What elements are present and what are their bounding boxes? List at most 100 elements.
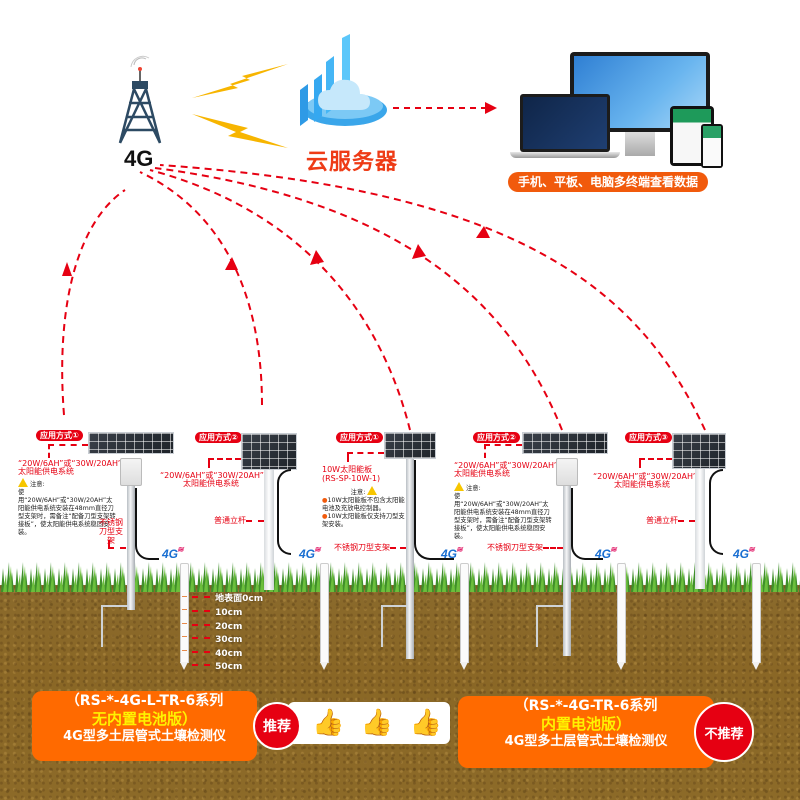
thumbs-up-icon: 👍 [409, 708, 442, 738]
ground-brace [101, 605, 129, 647]
power-system-subtitle: 太阳能供电系统 [183, 479, 239, 488]
product-name: 4G型多土层管式土壤检测仪 [504, 734, 668, 749]
power-system-title: “20W/6AH”或“30W/20AH” [18, 459, 122, 468]
depth-marker: 20cm [192, 614, 242, 633]
product-name: 4G型多土层管式土壤检测仪 [63, 729, 226, 744]
installation-3: 应用方式① 10W太阳能板 (RS-SP-10W-1) 注意: ●10W太阳能板… [0, 0, 454, 659]
monitor-stand [625, 132, 655, 156]
callout-line [678, 520, 695, 522]
arrow-head [310, 250, 324, 265]
mount-label: 普通立杆 [646, 516, 678, 525]
controller-box [556, 458, 578, 486]
bullet-icon: ● [322, 513, 328, 520]
callout-line [484, 444, 522, 446]
callout-line [347, 452, 349, 462]
signal-path-3 [149, 169, 411, 431]
tower-label: 4G [124, 146, 154, 171]
standard-pole [264, 470, 274, 590]
4g-signal-icon: 4G≋ [441, 545, 463, 561]
cloud-server-icon [300, 34, 387, 126]
application-tag: 应用方式① [36, 430, 83, 441]
callout-line [390, 547, 406, 549]
bullet-icon: ● [322, 497, 328, 504]
callout-line [639, 458, 672, 460]
depth-marker: 10cm [192, 600, 242, 619]
note-title: 注意: [466, 485, 481, 492]
solar-panel [672, 433, 726, 469]
callout-line [208, 458, 241, 460]
thumbs-up-icon: 👍 [312, 708, 345, 738]
cell-tower-icon [118, 55, 162, 144]
installation-4: 应用方式② “20W/6AH”或“30W/20AH” 太阳能供电系统 注意: 使… [0, 0, 608, 656]
4g-signal-icon: 4G≋ [595, 545, 617, 561]
signal-path-4 [154, 167, 563, 431]
warning-icon [454, 482, 464, 491]
note-body: 使用“20W/6AH”或“30W/20AH”太阳能供电系统安装在48mm直径刀型… [18, 489, 116, 536]
controller-box [120, 458, 142, 486]
knife-mount-pole [406, 459, 414, 659]
installation-note: 注意: ●10W太阳能板不包含太阳能电池及充放电控制器。 ●10W太阳能板仅支持… [322, 486, 408, 529]
power-system-title: “20W/6AH”或“30W/20AH” [593, 472, 697, 481]
soil-probe [180, 563, 189, 670]
product-banner-recommended: （RS-*-4G-L-TR-6系列 无内置电池版） 4G型多土层管式土壤检测仪 [32, 691, 257, 761]
thumbs-up-icon: 👍 [360, 708, 394, 738]
note-body: 使用“20W/6AH”或“30W/20AH”太阳能供电系统安装在48mm直径刀型… [454, 493, 552, 540]
power-system-subtitle: 太阳能供电系统 [614, 480, 670, 489]
mount-label: 普通立杆 [214, 516, 246, 525]
mount-label: 不锈钢刀型支架 [99, 518, 123, 545]
depth-marker: 40cm [192, 641, 242, 660]
application-tag: 应用方式② [473, 432, 520, 443]
note-item: 10W太阳能板仅支持刀型支架安装。 [322, 513, 405, 528]
application-tag: 应用方式② [195, 432, 242, 443]
rating-thumbs: 👍 👍 👍 [288, 702, 450, 744]
soil-probe [320, 563, 329, 670]
product-series: （RS-*-4G-TR-6系列 [514, 698, 658, 714]
ground-brace [536, 605, 564, 647]
sensor-cable [709, 469, 723, 555]
product-variant: 内置电池版） [540, 715, 631, 733]
sensor-cable [414, 460, 454, 560]
warning-icon [367, 486, 378, 495]
devices-caption: 手机、平板、电脑多终端查看数据 [508, 172, 708, 192]
warning-icon [18, 478, 28, 487]
installation-1: 应用方式① “20W/6AH”或“30W/20AH” 太阳能供电系统 注意: 使… [0, 0, 174, 690]
power-system-title: 10W太阳能板 [322, 465, 373, 474]
solar-panel [384, 432, 436, 459]
solar-panel [88, 432, 174, 454]
depth-marker: 30cm [192, 627, 242, 646]
power-system-title: “20W/6AH”或“30W/20AH” [454, 461, 558, 470]
mount-label: 不锈钢刀型支架 [487, 543, 543, 552]
note-item: 10W太阳能板不包含太阳能电池及充放电控制器。 [322, 497, 405, 512]
4g-signal-icon: 4G≋ [733, 545, 755, 561]
4g-signal-icon: 4G≋ [299, 545, 321, 561]
callout-line [208, 458, 210, 468]
arrow-head [412, 244, 426, 259]
knife-mount-pole [127, 486, 135, 610]
callout-line [48, 444, 50, 458]
4g-signal-icon: 4G≋ [162, 545, 184, 561]
installation-2: 应用方式② “20W/6AH”或“30W/20AH” 太阳能供电系统 普通立杆 [0, 0, 297, 590]
power-system-subtitle: 太阳能供电系统 [18, 467, 74, 476]
depth-marker: 地表面0cm [192, 586, 263, 605]
callout-line [48, 444, 88, 446]
ground-brace [381, 605, 407, 647]
recommended-badge: 推荐 [253, 702, 301, 750]
signal-path-5 [159, 164, 706, 431]
note-title: 注意: [350, 489, 366, 496]
laptop [520, 94, 610, 152]
callout-line [246, 520, 264, 522]
cloud-server-label: 云服务器 [306, 150, 399, 175]
signal-paths [61, 164, 706, 431]
callout-line [108, 540, 110, 548]
signal-path-1 [61, 189, 126, 416]
power-system-subtitle: (RS-SP-10W-1) [322, 474, 381, 483]
callout-line [639, 458, 641, 468]
installation-note: 注意: 使用“20W/6AH”或“30W/20AH”太阳能供电系统安装在48mm… [18, 478, 118, 537]
devices-illustration [505, 48, 723, 168]
application-tag: 应用方式③ [625, 432, 672, 443]
callout-line [484, 444, 486, 458]
callout-line [543, 547, 563, 549]
solar-panel [522, 432, 608, 454]
solar-panel [241, 433, 297, 470]
depth-marker: 50cm [192, 654, 242, 673]
